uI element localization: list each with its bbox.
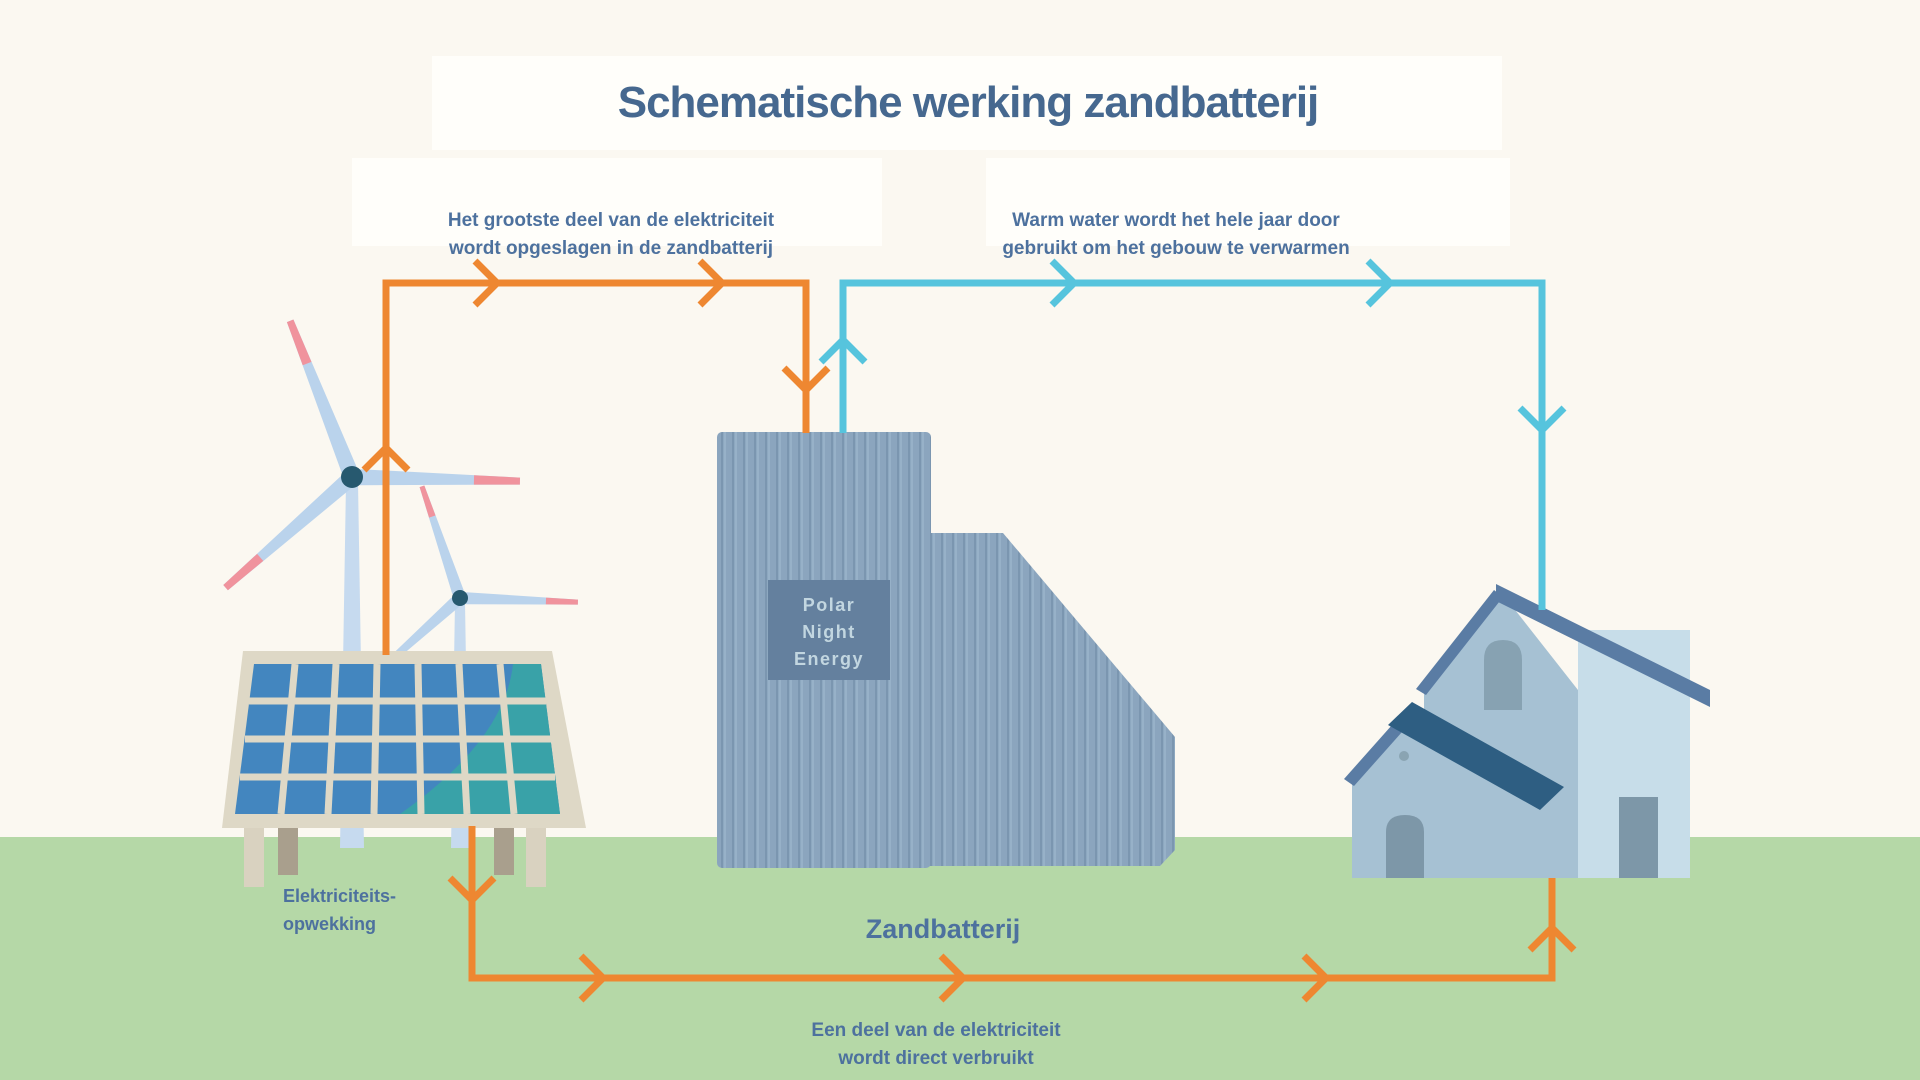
annex-roof-edge-left: [1344, 716, 1410, 786]
arrowhead-right: [1365, 258, 1395, 308]
house-roof-edge-left: [1416, 590, 1503, 695]
annotation-direct-line1: Een deel van de elektriciteit: [811, 1020, 1061, 1041]
annex-dark-roof: [1388, 702, 1564, 810]
diagram-title: Schematische werking zandbatterij: [618, 78, 1319, 127]
arrowhead-right: [578, 953, 608, 1003]
flow-line: [839, 279, 1546, 610]
company-sign: [768, 580, 890, 680]
arrowhead-down: [447, 875, 497, 905]
annex-door: [1386, 815, 1424, 878]
arrowhead-up: [361, 443, 411, 473]
panel-leg: [526, 825, 546, 887]
arrowhead-up: [1527, 923, 1577, 953]
electricity-to-battery-arrows: [361, 258, 831, 655]
turbine-blade: [359, 469, 521, 486]
annotation-box-right: [986, 158, 1510, 246]
sign-line1: Polar: [803, 595, 856, 615]
sign-line3: Energy: [794, 649, 864, 669]
turbine-blade: [223, 476, 352, 591]
turbine-blade: [465, 592, 579, 605]
arrowhead-right: [472, 258, 502, 308]
panel-grid-lines: [240, 663, 555, 815]
direct-use-arrows: [447, 826, 1577, 1003]
annotation-warm-water-line2: gebruikt om het gebouw te verwarmen: [1002, 238, 1349, 259]
arrowhead-right: [1301, 953, 1331, 1003]
title-box: [432, 56, 1502, 150]
annotation-stored-line1: Het grootste deel van de elektriciteit: [448, 210, 775, 231]
flow-line: [382, 279, 810, 655]
panel-leg: [278, 825, 298, 875]
arrowhead-down: [781, 365, 831, 395]
panel-leg: [494, 825, 514, 875]
warm-water-arrows: [818, 258, 1567, 610]
label-generation-line2: opwekking: [283, 914, 376, 934]
house: [1344, 584, 1710, 878]
sign-line2: Night: [802, 622, 855, 642]
solar-panel: [222, 651, 586, 887]
house-attic-window: [1484, 640, 1522, 710]
annotation-box-left: [352, 158, 882, 246]
arrowhead-up: [818, 335, 868, 365]
turbine-hub: [341, 466, 363, 488]
label-generation-line1: Elektriciteits-: [283, 886, 396, 906]
arrowhead-right: [697, 258, 727, 308]
house-main-roof: [1496, 584, 1710, 707]
annotation-warm-water-line1: Warm water wordt het hele jaar door: [1012, 210, 1340, 231]
house-door-right: [1619, 797, 1658, 878]
annotation-stored-line2: wordt opgeslagen in de zandbatterij: [448, 238, 773, 259]
turbine-blade: [286, 319, 357, 473]
annotation-direct-line2: wordt direct verbruikt: [837, 1048, 1034, 1069]
panel-leg: [244, 825, 264, 887]
annex-vent: [1399, 751, 1409, 761]
arrowhead-down: [1517, 405, 1567, 435]
battery-low-section: [931, 533, 1175, 866]
sand-battery-building: Polar Night Energy: [717, 432, 1175, 868]
turbine-blade: [419, 485, 464, 595]
arrowhead-right: [938, 953, 968, 1003]
label-zandbatterij: Zandbatterij: [866, 914, 1021, 944]
turbine-hub: [452, 590, 468, 606]
arrowhead-right: [1049, 258, 1079, 308]
